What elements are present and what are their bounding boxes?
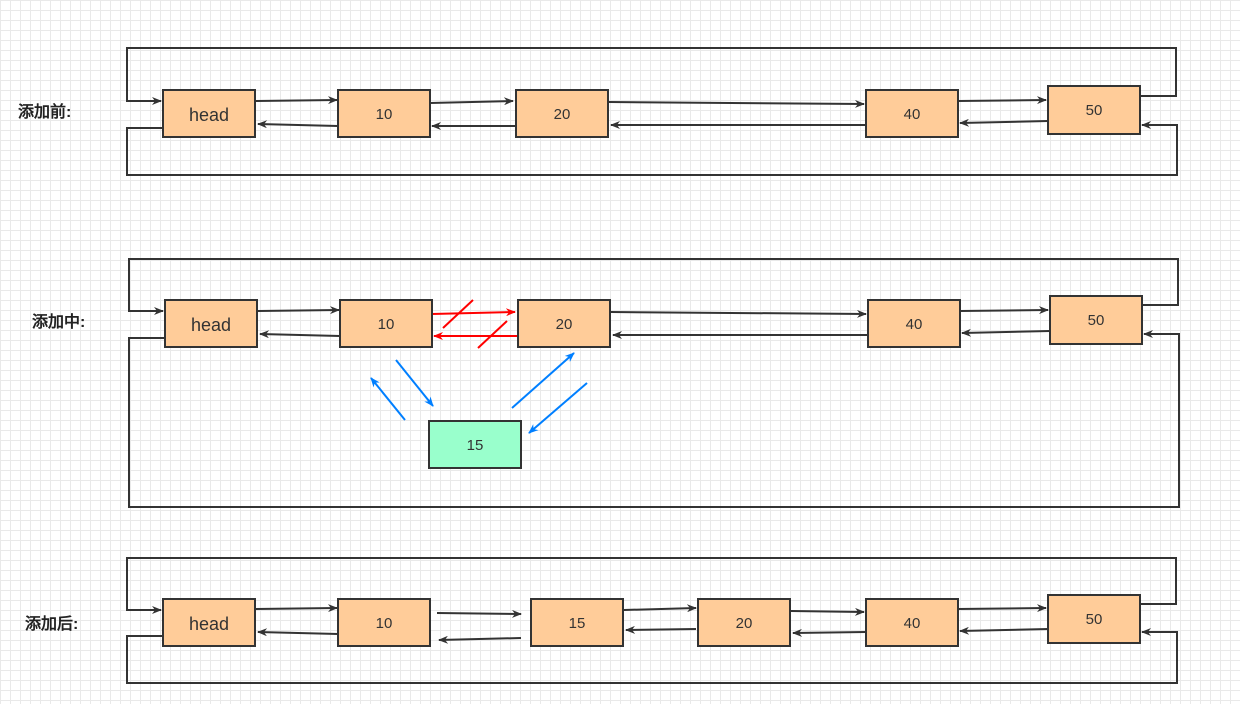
next-arrow [610, 309, 867, 318]
section-label-before: 添加前: [18, 102, 71, 121]
section-after: 添加后: head 10 15 20 [25, 557, 1178, 684]
next-arrow [623, 604, 697, 613]
node-head: head [164, 299, 258, 348]
new-link-arrow [395, 359, 434, 407]
node: 50 [1049, 295, 1143, 345]
loop-head-to-tail [128, 330, 1180, 508]
loop-head-to-tail [126, 121, 1178, 176]
new-link-arrow [511, 352, 575, 409]
next-arrow [257, 306, 340, 315]
node: 40 [865, 598, 959, 647]
node: 20 [697, 598, 791, 647]
next-arrow [790, 607, 865, 616]
section-label-during: 添加中: [32, 312, 85, 331]
node-label: 10 [378, 316, 395, 333]
prev-arrow [625, 625, 697, 634]
strike-mark [442, 299, 474, 329]
node: 10 [337, 89, 431, 138]
node-label: 15 [569, 615, 586, 632]
node-label: 10 [376, 106, 393, 123]
prev-arrow [959, 626, 1049, 635]
node-label: 40 [906, 316, 923, 333]
new-node: 15 [428, 420, 522, 469]
node: 50 [1047, 85, 1141, 135]
node-label: head [189, 105, 229, 125]
node-label: 20 [736, 615, 753, 632]
next-arrow [255, 96, 338, 105]
next-arrow [436, 609, 522, 618]
prev-arrow [257, 628, 339, 637]
section-label-after: 添加后: [25, 614, 78, 633]
node-label: head [191, 315, 231, 335]
loop-head-to-tail [126, 628, 1178, 684]
new-link-arrow [370, 377, 406, 421]
prev-arrow [792, 628, 867, 637]
prev-arrow [959, 118, 1049, 127]
node-label: 20 [556, 316, 573, 333]
strike-mark [477, 320, 508, 349]
loop-tail-to-head [128, 258, 1179, 315]
prev-arrow [257, 120, 339, 129]
section-before: 添加前: head 10 20 40 [18, 47, 1178, 176]
prev-arrow [438, 635, 522, 644]
node: 15 [530, 598, 624, 647]
node: 40 [865, 89, 959, 138]
node-label: 50 [1086, 611, 1103, 628]
node-label: 15 [467, 437, 484, 454]
node: 10 [337, 598, 431, 647]
node-label: 40 [904, 106, 921, 123]
next-arrow [959, 306, 1049, 315]
new-link-arrow [528, 382, 588, 434]
prev-arrow [259, 330, 341, 339]
node-label: 40 [904, 615, 921, 632]
loop-tail-to-head [126, 47, 1177, 105]
node: 10 [339, 299, 433, 348]
next-arrow [608, 99, 865, 108]
removed-next-link [431, 308, 516, 317]
node-head: head [162, 598, 256, 647]
node: 20 [517, 299, 611, 348]
node-label: 20 [554, 106, 571, 123]
node-label: 50 [1086, 102, 1103, 119]
node-label: 50 [1088, 312, 1105, 329]
node: 50 [1047, 594, 1141, 644]
node-label: 10 [376, 615, 393, 632]
next-arrow [957, 604, 1047, 613]
next-arrow [429, 97, 514, 106]
next-arrow [255, 604, 338, 613]
next-arrow [957, 96, 1047, 105]
node: 40 [867, 299, 961, 348]
node-label: head [189, 614, 229, 634]
section-during: 添加中: head 10 20 [32, 258, 1180, 508]
loop-tail-to-head [126, 557, 1177, 614]
node: 20 [515, 89, 609, 138]
node-head: head [162, 89, 256, 138]
prev-arrow [961, 328, 1051, 337]
